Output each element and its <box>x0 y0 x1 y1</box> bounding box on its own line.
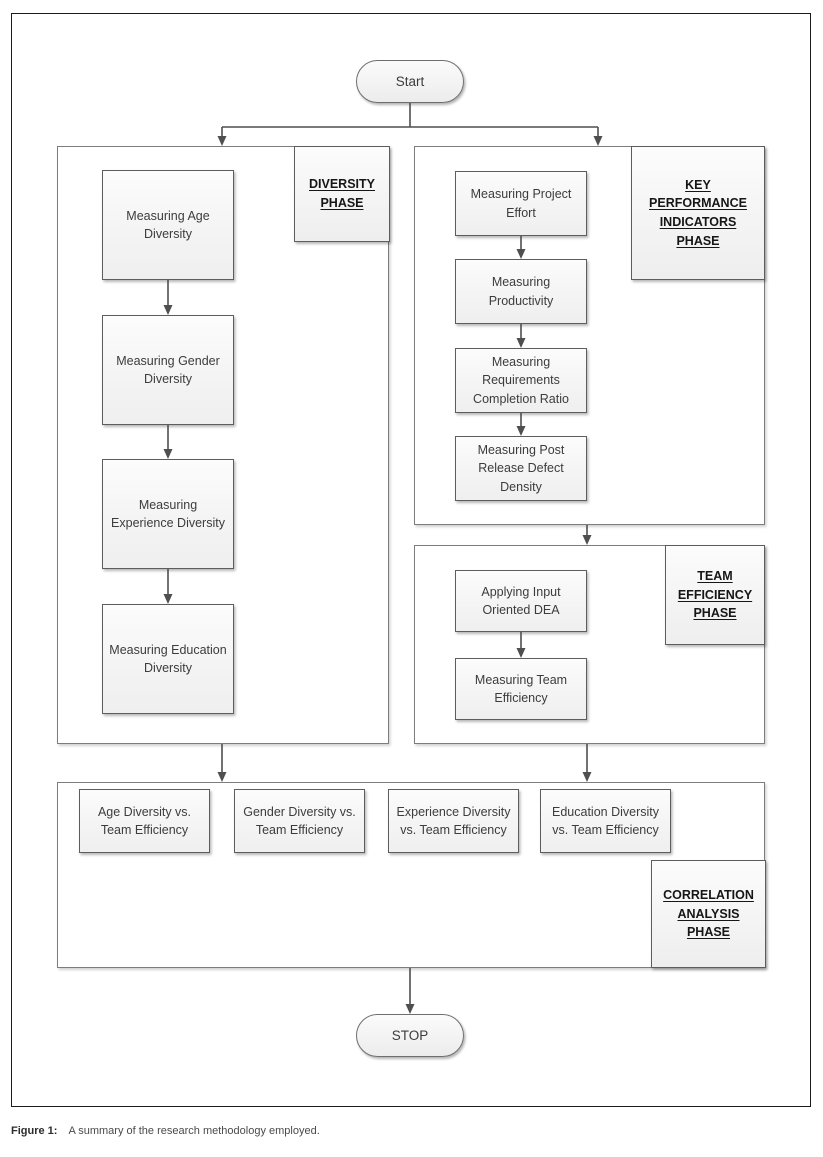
phase-label-kpi: KEY PERFORMANCE INDICATORS PHASE <box>631 146 765 280</box>
phase-label-correlation: CORRELATION ANALYSIS PHASE <box>651 860 766 968</box>
process-box-measuring-experience-diversity[interactable]: Measuring Experience Diversity <box>102 459 234 569</box>
stop-node[interactable]: STOP <box>356 1014 464 1057</box>
process-box-measuring-project-effort[interactable]: Measuring Project Effort <box>455 171 587 236</box>
phase-label-diversity-line1: DIVERSITY <box>309 177 375 192</box>
process-box-applying-input-oriented-dea[interactable]: Applying Input Oriented DEA <box>455 570 587 632</box>
phase-label-correlation-line3: PHASE <box>686 925 731 940</box>
process-box-age-diversity-vs-team-efficiency[interactable]: Age Diversity vs. Team Efficiency <box>79 789 210 853</box>
process-box-measuring-requirements-completion-ratio[interactable]: Measuring Requirements Completion Ratio <box>455 348 587 413</box>
phase-label-kpi-line3: INDICATORS <box>659 215 737 229</box>
process-box-education-diversity-vs-team-efficiency[interactable]: Education Diversity vs. Team Efficiency <box>540 789 671 853</box>
phase-label-team-efficiency-line1: TEAM <box>697 568 733 583</box>
connector-team-efficiency-to-correlation <box>582 744 592 782</box>
process-box-measuring-productivity[interactable]: Measuring Productivity <box>455 259 587 324</box>
phase-label-kpi-line2: PERFORMANCE <box>649 196 747 211</box>
figure-caption: Figure 1: A summary of the research metho… <box>11 1125 801 1137</box>
process-box-gender-diversity-vs-team-efficiency[interactable]: Gender Diversity vs. Team Efficiency <box>234 789 365 853</box>
figure-caption-label: Figure 1: <box>11 1125 58 1137</box>
process-box-measuring-age-diversity[interactable]: Measuring Age Diversity <box>102 170 234 280</box>
connector-kpi-to-team-efficiency <box>582 525 592 545</box>
phase-label-team-efficiency-line3: PHASE <box>693 606 737 621</box>
process-box-experience-diversity-vs-team-efficiency[interactable]: Experience Diversity vs. Team Efficiency <box>388 789 519 853</box>
phase-label-diversity: DIVERSITY PHASE <box>294 146 390 242</box>
flowchart-canvas: Start DIVERSITY PHASE Measuring Age Dive… <box>57 60 766 1057</box>
start-node[interactable]: Start <box>356 60 464 103</box>
process-box-measuring-education-diversity[interactable]: Measuring Education Diversity <box>102 604 234 714</box>
phase-label-kpi-line1: KEY <box>685 177 711 192</box>
process-box-measuring-team-efficiency[interactable]: Measuring Team Efficiency <box>455 658 587 720</box>
process-box-measuring-post-release-defect-density[interactable]: Measuring Post Release Defect Density <box>455 436 587 501</box>
phase-label-kpi-line4: PHASE <box>676 233 720 248</box>
connector-diversity-to-correlation <box>217 744 227 782</box>
figure-caption-text: A summary of the research methodology em… <box>68 1125 320 1137</box>
phase-label-correlation-line2: ANALYSIS <box>677 906 740 921</box>
process-box-measuring-gender-diversity[interactable]: Measuring Gender Diversity <box>102 315 234 425</box>
phase-label-correlation-line1: CORRELATION <box>663 887 754 902</box>
phase-label-team-efficiency: TEAM EFFICIENCY PHASE <box>665 545 765 645</box>
phase-label-team-efficiency-line2: EFFICIENCY <box>677 587 753 602</box>
connector-correlation-to-stop <box>405 968 415 1014</box>
connector-start-split <box>217 103 603 146</box>
phase-label-diversity-line2: PHASE <box>320 196 364 210</box>
